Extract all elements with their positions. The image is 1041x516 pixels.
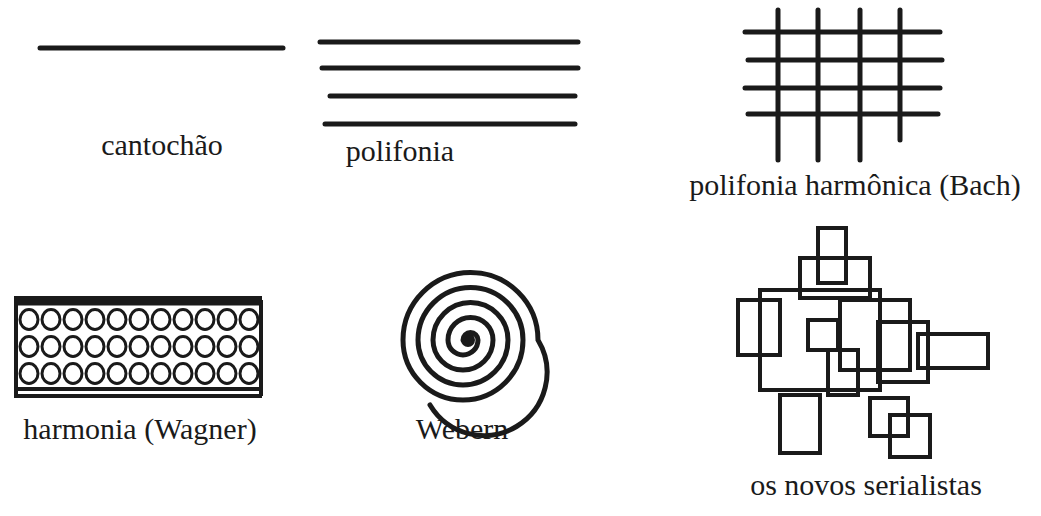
spiral bbox=[403, 273, 547, 436]
caption: polifonia bbox=[346, 134, 454, 167]
caption: Webern bbox=[416, 412, 509, 445]
parallel-lines bbox=[320, 42, 578, 124]
caption: cantochão bbox=[101, 128, 223, 161]
caption: harmonia (Wagner) bbox=[23, 412, 256, 445]
single-line bbox=[40, 46, 283, 51]
grid-lines bbox=[745, 10, 942, 160]
caption: polifonia harmônica (Bach) bbox=[689, 168, 1021, 201]
dense-weave bbox=[14, 300, 262, 396]
overlapping-squares bbox=[738, 228, 988, 457]
caption: os novos serialistas bbox=[750, 468, 982, 501]
